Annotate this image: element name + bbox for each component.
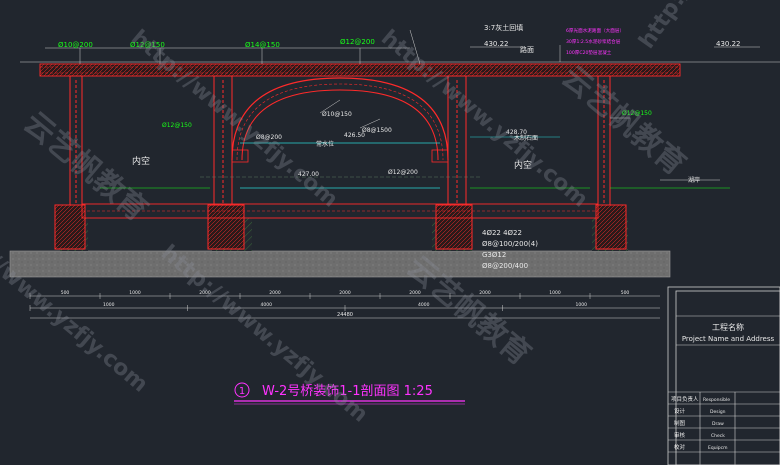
label-spacing-bar: Ø8@1500: [362, 127, 392, 134]
watermark-brand: 云艺帆教育: [555, 59, 692, 182]
foundation-spec-4: Ø8@200/400: [482, 262, 528, 270]
dimension-value: 2000: [199, 290, 211, 296]
dimension-ticks: [29, 293, 591, 311]
dimension-value: 2000: [479, 290, 491, 296]
soil-backfill: [60, 218, 628, 251]
tb-row-cn: 设计: [674, 407, 686, 415]
label-elev-right: 430.22: [716, 40, 741, 48]
label-stone: 木制石面: [514, 134, 538, 142]
watermark-url: http://www.yzfjy.com: [126, 25, 342, 212]
watermark-url: http://www.yzfjy.com: [634, 0, 780, 53]
label-left-rebar: Ø12@150: [162, 122, 192, 129]
section-number: 1: [239, 386, 245, 397]
label-lime-soil: 3:7灰土回填: [484, 23, 523, 32]
tb-row-cn: 项目负责人: [671, 395, 699, 403]
label-bottom-rebar: Ø12@200: [388, 169, 418, 176]
dimension-value: 1000: [576, 302, 588, 308]
label-interior-left: 内空: [132, 155, 150, 167]
dimension-value: 500: [61, 290, 70, 296]
deck-slab: [20, 61, 780, 77]
label-water-level: 426.50: [344, 132, 365, 139]
project-name-cn: 工程名称: [712, 322, 744, 332]
tb-row-cn: 制图: [674, 419, 686, 427]
tb-row-cn: 审核: [674, 431, 686, 439]
tb-row-cn: 校对: [674, 443, 686, 451]
tb-row-en: Equipcm: [708, 445, 728, 451]
foundation-slab: [9, 250, 671, 278]
dimension-total: 24480: [337, 312, 353, 318]
label-right-elev: 428.70: [506, 129, 527, 136]
foundation-spec-1: 4Ø22 4Ø22: [482, 229, 522, 237]
dimension-value: 4000: [261, 302, 273, 308]
label-rebar-top-1: Ø10@200: [58, 41, 93, 49]
foundation-spec-2: Ø8@100/200(4): [482, 240, 538, 248]
footings: [54, 203, 627, 250]
dimension-row-2: 1000 4000 4000 1000: [103, 302, 587, 308]
section-title: 1 W-2号桥装饰1-1剖面图 1:25: [234, 382, 465, 405]
label-arch-rebar: Ø10@150: [322, 111, 352, 118]
arch: [231, 77, 449, 163]
dimension-value: 1000: [549, 290, 561, 296]
label-water-level-text: 常水位: [316, 140, 334, 148]
label-elev-top: 430.22: [484, 40, 509, 48]
section-title-text: W-2号桥装饰1-1剖面图 1:25: [262, 384, 433, 399]
dimension-value: 2000: [409, 290, 421, 296]
title-block: 工程名称 Project Name and Address 项目负责人 Resp…: [667, 286, 780, 465]
tb-row-en: Responsible: [703, 397, 730, 403]
water-lines: [100, 136, 730, 189]
dimension-value: 1000: [129, 290, 141, 296]
pavement-layer-2: 30厚1:2.5水泥砂浆结合层: [566, 38, 621, 45]
project-name-en: Project Name and Address: [682, 335, 775, 343]
label-right-rebar: Ø12@150: [622, 110, 652, 117]
dimension-value: 2000: [269, 290, 281, 296]
tb-row-en: Check: [711, 433, 725, 439]
dimension-value: 500: [621, 290, 630, 296]
leaders: [45, 29, 760, 181]
foundation-spec-3: G3Ø12: [482, 251, 506, 259]
label-rebar-top-2: Ø12@150: [130, 41, 165, 49]
pavement-layer-1: 6厚光面水泥路面（大面层）: [566, 27, 624, 34]
dimension-row-1: 500 1000 2000 2000 2000 2000 2000 1000 500: [61, 290, 630, 296]
label-rebar-top-4: Ø12@200: [340, 38, 375, 46]
label-road-surface: 路面: [520, 45, 534, 54]
label-water-elev: 427.00: [298, 171, 319, 178]
label-rebar-top-3: Ø14@150: [245, 41, 280, 49]
tb-row-en: Design: [710, 409, 726, 415]
label-interior-right: 内空: [514, 159, 532, 171]
label-stirrup: Ø8@200: [256, 134, 282, 141]
tb-row-en: Draw: [712, 421, 724, 427]
pavement-layer-3: 100厚C20垫层混凝土: [566, 49, 612, 56]
label-river-bank: 湖岸: [688, 176, 700, 184]
dimension-value: 4000: [418, 302, 430, 308]
dimension-value: 2000: [339, 290, 351, 296]
dimension-value: 1000: [103, 302, 115, 308]
